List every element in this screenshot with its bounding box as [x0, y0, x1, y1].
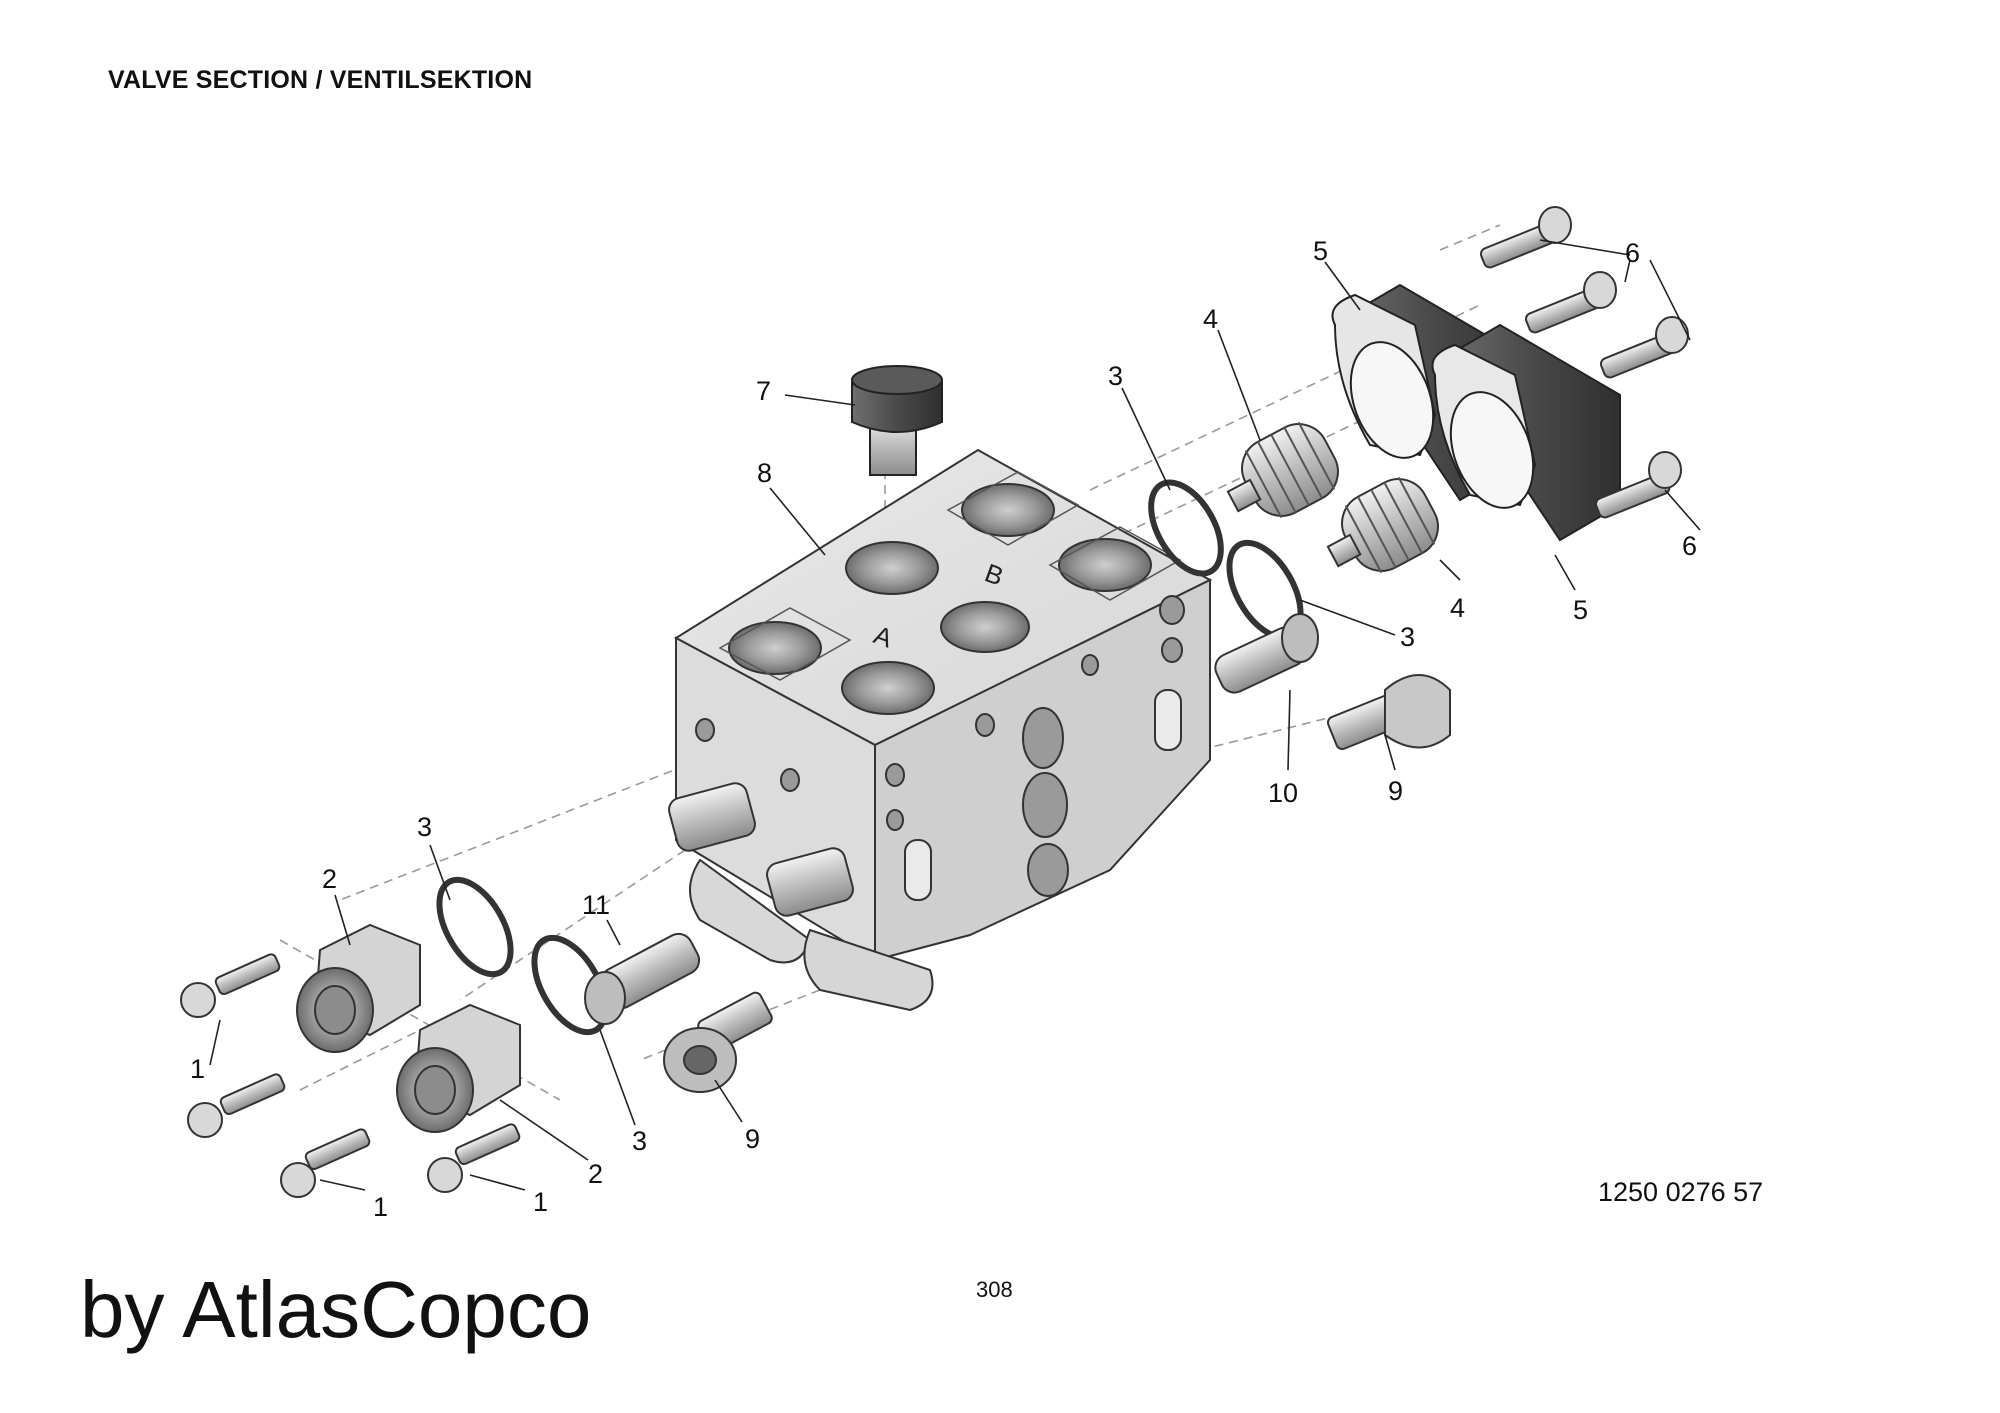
callout-3-bottom: 3	[632, 1126, 647, 1156]
valve-insert-11	[584, 932, 701, 1025]
callout-1-bottom-left: 1	[373, 1192, 388, 1222]
callout-10: 10	[1268, 778, 1298, 808]
page-number: 308	[976, 1277, 1013, 1302]
callout-9-bottom: 9	[745, 1124, 760, 1154]
springs	[1226, 421, 1439, 574]
callouts: 7 8 3 4 5 6 6 5 4 3 10 9 3 2 11 1 1 1 2 …	[190, 236, 1697, 1222]
callout-3-right: 3	[1400, 622, 1415, 652]
callout-6-top: 6	[1625, 238, 1640, 268]
valve-block	[668, 448, 1213, 1012]
callout-7: 7	[756, 376, 771, 406]
callout-3-left: 3	[417, 812, 432, 842]
callout-9-right: 9	[1388, 776, 1403, 806]
callout-1-left: 1	[190, 1054, 205, 1084]
callout-5-top: 5	[1313, 236, 1328, 266]
plug-7	[851, 365, 943, 476]
callout-8: 8	[757, 458, 772, 488]
top-ports	[728, 483, 1152, 715]
leader-lines	[209, 239, 1701, 1191]
end-caps	[1331, 283, 1621, 542]
screws-1	[180, 953, 521, 1198]
callout-3-top: 3	[1108, 361, 1123, 391]
drawing-part-number: 1250 0276 57	[1598, 1177, 1764, 1207]
screws-6	[1479, 206, 1689, 519]
callout-1-bottom-right: 1	[533, 1187, 548, 1217]
callout-11: 11	[582, 890, 610, 920]
callout-5-right: 5	[1573, 595, 1588, 625]
callout-4-top: 4	[1203, 304, 1218, 334]
callout-4-right: 4	[1450, 593, 1465, 623]
callout-2-bottom: 2	[588, 1159, 603, 1189]
valve-insert-10	[1214, 613, 1319, 694]
callout-2-top: 2	[322, 864, 337, 894]
brand-watermark: by AtlasCopco	[80, 1265, 592, 1354]
page-title: VALVE SECTION / VENTILSEKTION	[108, 66, 533, 94]
callout-6-right: 6	[1682, 531, 1697, 561]
plug-screws-9	[663, 674, 1451, 1093]
flanges-2	[296, 923, 521, 1133]
